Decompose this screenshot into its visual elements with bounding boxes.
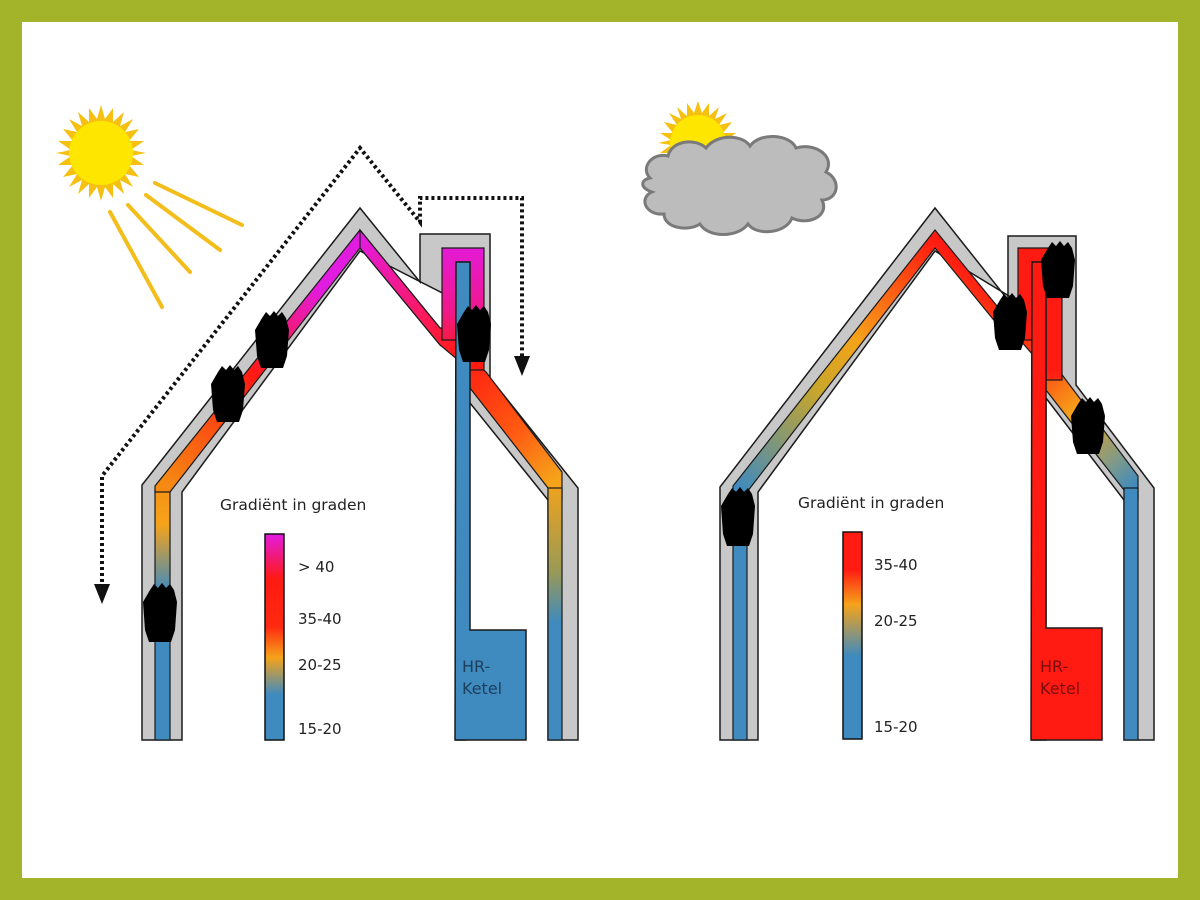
diagram-svg — [56, 101, 1155, 741]
legend-label-20-25: 20-25 — [298, 656, 342, 674]
legend-colorbar-right — [842, 531, 863, 740]
boiler-label-line2: Ketel — [462, 679, 503, 698]
boiler-label-line1: HR- — [1040, 657, 1069, 676]
legend-title-right: Gradiënt in graden — [798, 494, 945, 512]
arrow-head-chimney — [514, 356, 530, 376]
arrow-head-left — [94, 584, 110, 604]
legend-label-20-25: 20-25 — [874, 612, 918, 630]
sun-rays-icon — [108, 181, 244, 309]
airflow-arrow — [100, 144, 524, 588]
legend-title-left: Gradiënt in graden — [220, 496, 367, 514]
legend-label-15-20: 15-20 — [298, 720, 342, 738]
legend-label-15-20: 15-20 — [874, 718, 918, 736]
boiler-label-left: HR- Ketel — [462, 656, 502, 700]
left-house — [141, 206, 579, 741]
diagram-canvas: Gradiënt in graden > 40 35-40 20-25 15-2… — [22, 22, 1178, 878]
cloud-icon — [641, 135, 838, 236]
right-house — [719, 206, 1155, 741]
boiler-label-line1: HR- — [462, 657, 491, 676]
bat-icon — [143, 305, 491, 642]
boiler-label-right: HR- Ketel — [1040, 656, 1080, 700]
legend-label-35-40: 35-40 — [298, 610, 342, 628]
boiler-label-line2: Ketel — [1040, 679, 1081, 698]
sun-behind-cloud-icon — [641, 101, 838, 236]
sun-icon — [56, 105, 146, 201]
legend-label-35-40: 35-40 — [874, 556, 918, 574]
bat-icon — [721, 241, 1105, 546]
legend-label-gt40: > 40 — [298, 558, 335, 576]
legend-colorbar-left — [264, 533, 285, 741]
